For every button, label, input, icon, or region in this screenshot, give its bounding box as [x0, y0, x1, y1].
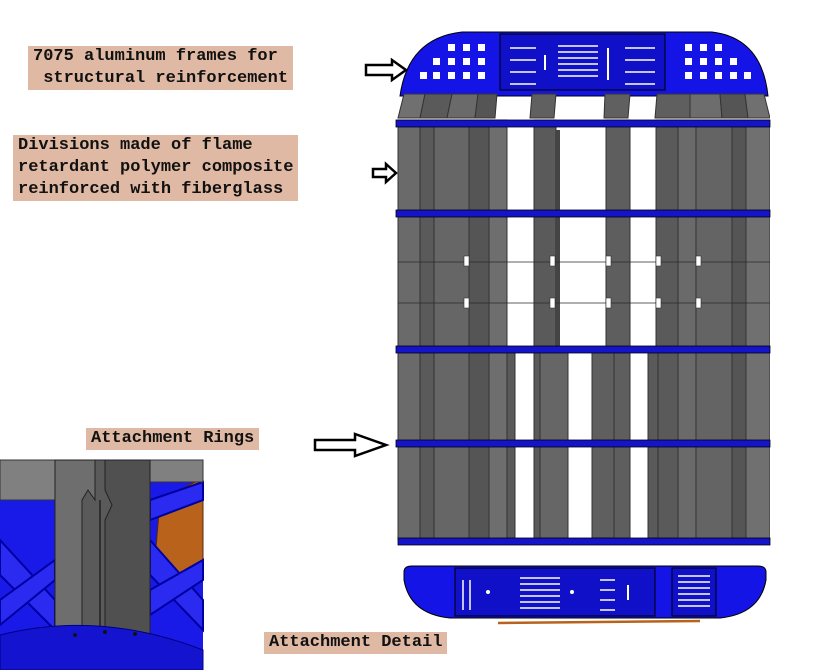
arrow-frames-icon [364, 57, 409, 83]
arrow-divisions-icon [371, 161, 398, 185]
arrow-rings-icon [313, 432, 390, 458]
top-aluminum-frame [399, 31, 769, 97]
label-composite-divisions: Divisions made of flame retardant polyme… [13, 135, 299, 201]
orange-strip [497, 619, 701, 625]
attachment-detail-inset [0, 459, 204, 670]
attachment-rings [395, 119, 771, 546]
label-attachment-rings: Attachment Rings [86, 428, 260, 450]
composite-divisions [397, 93, 770, 541]
label-aluminum-frames: 7075 aluminum frames for structural rein… [28, 46, 294, 90]
bottom-aluminum-frame [403, 565, 767, 619]
label-attachment-detail: Attachment Detail [264, 632, 448, 654]
